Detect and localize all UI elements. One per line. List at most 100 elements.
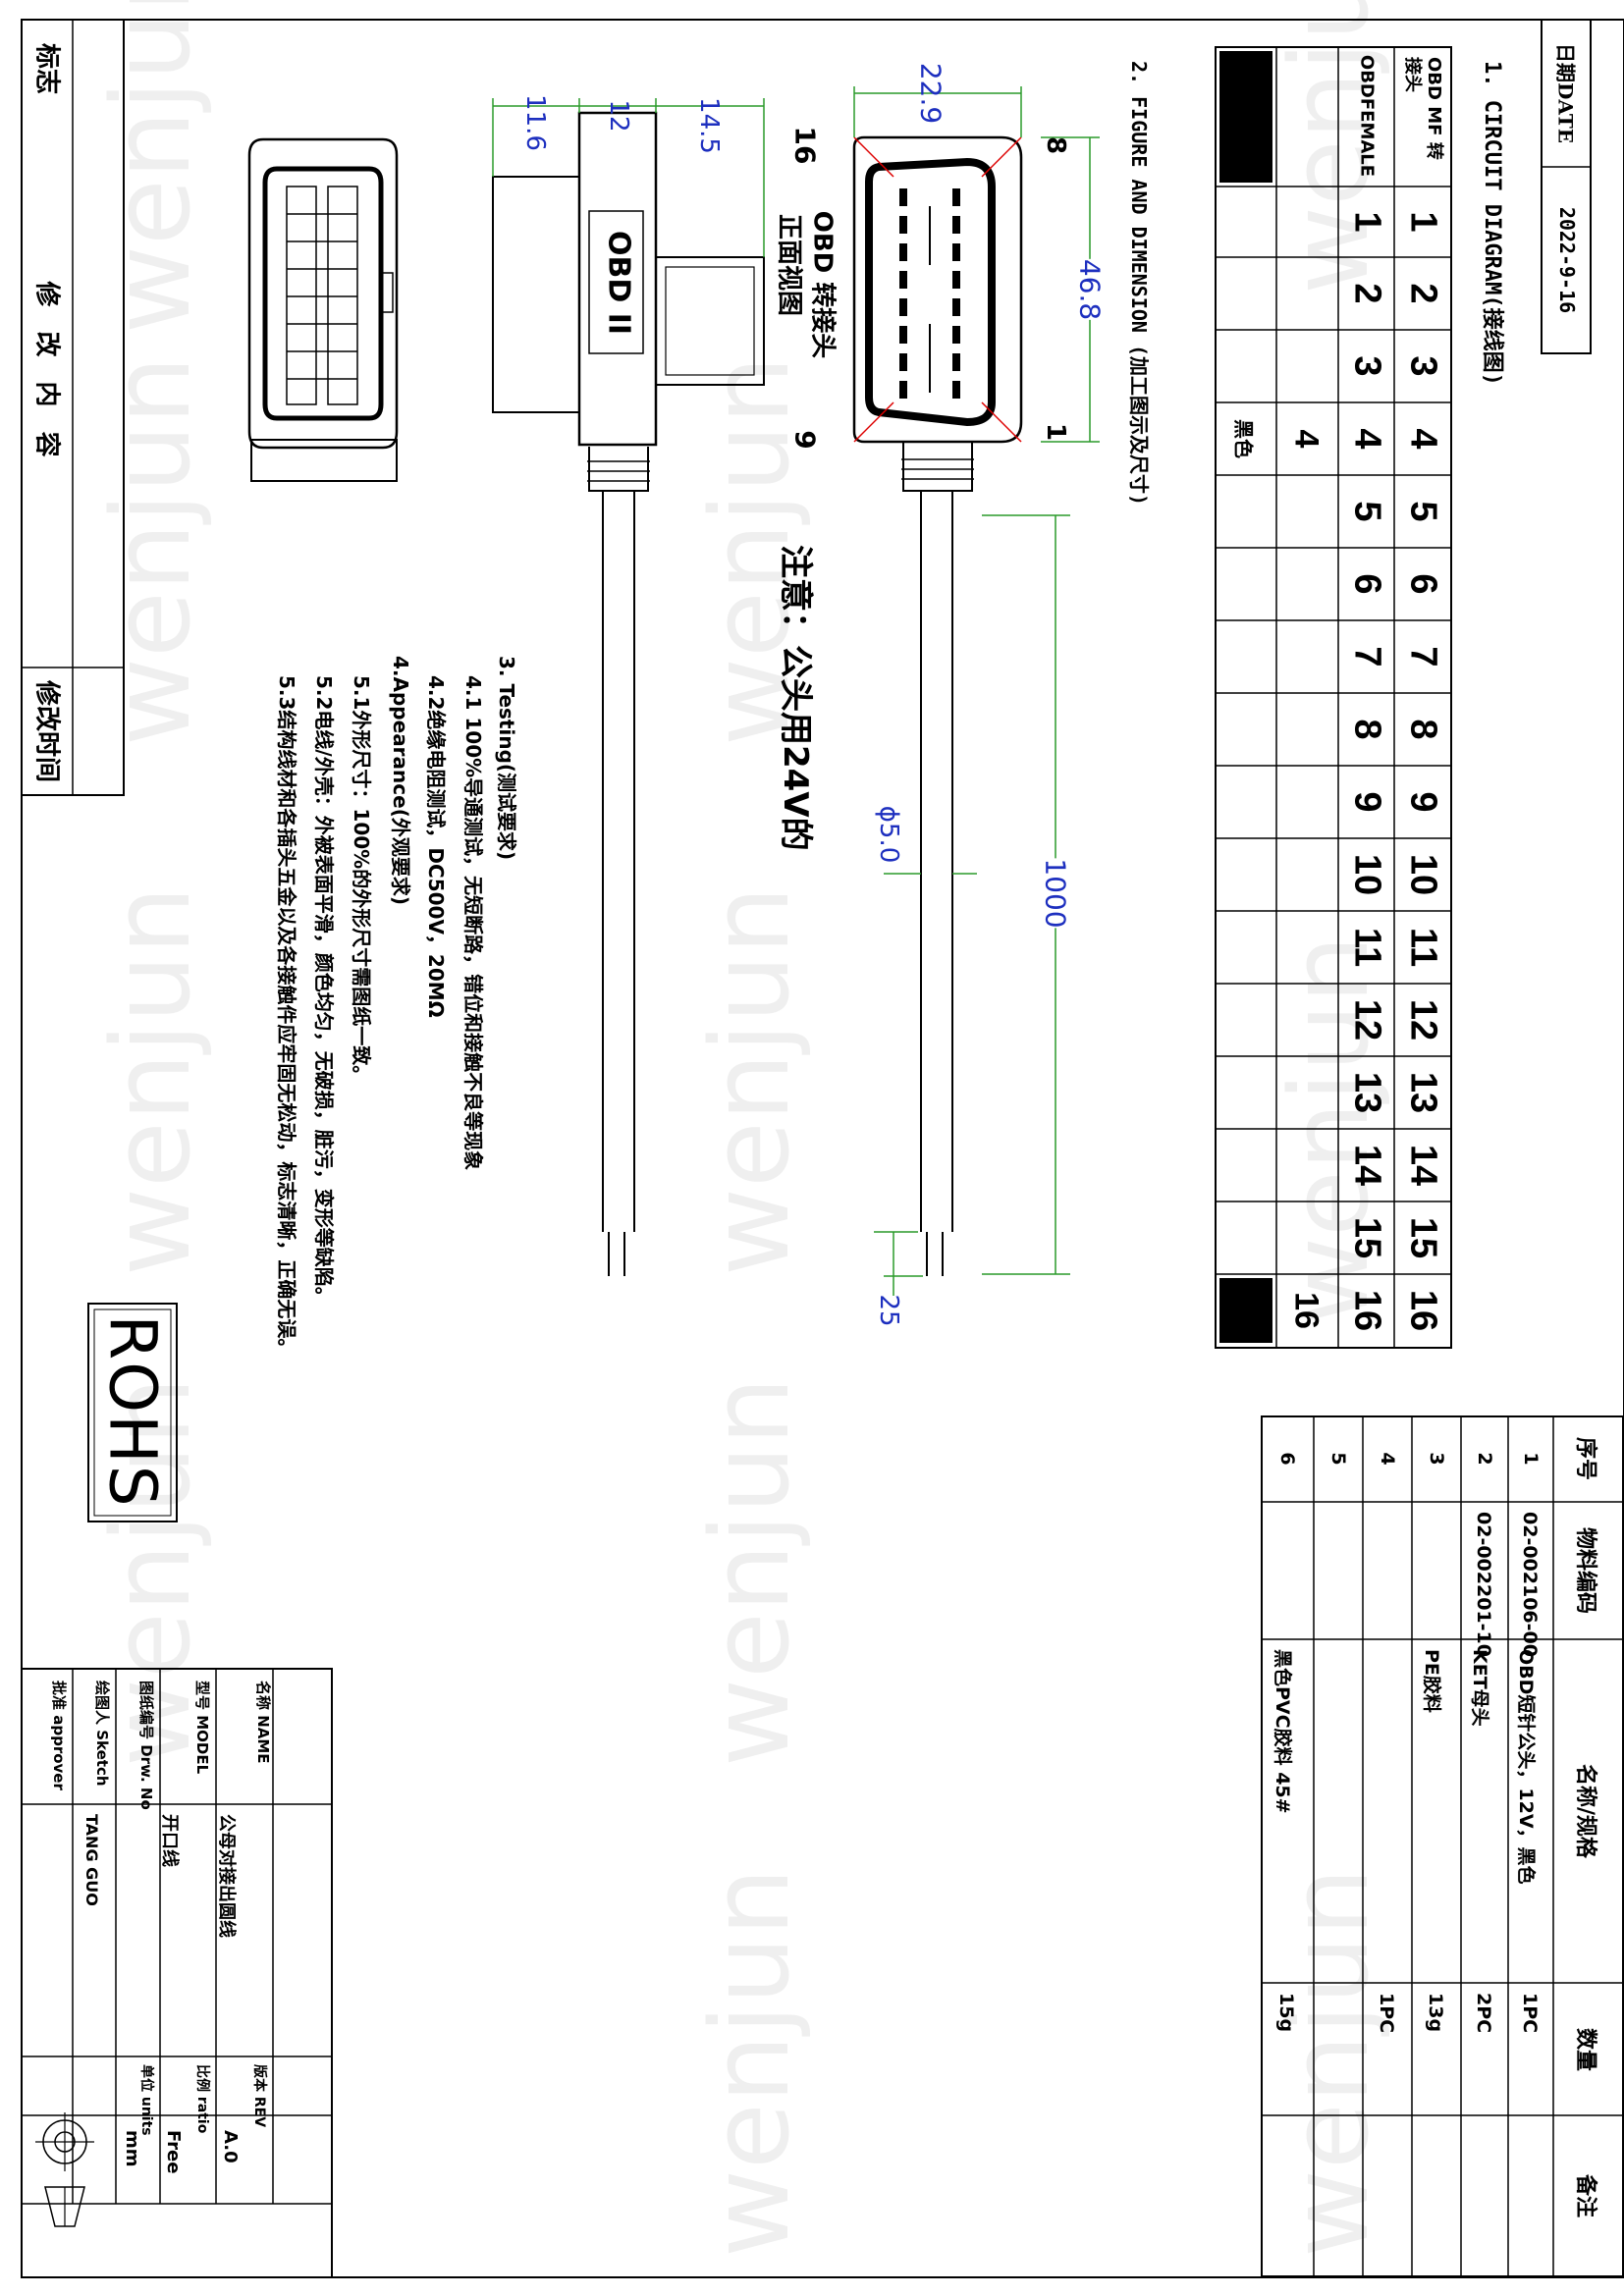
bom-header-code: 物料编码	[1573, 1526, 1597, 1615]
male-pin-cell: 6	[1402, 573, 1444, 595]
wire-pin-16: 16	[1287, 1292, 1326, 1329]
tb-sketch-value: TANG GUO	[82, 1814, 101, 1906]
tb-model-label: 型号 MODEL	[193, 1681, 211, 1775]
female-pin-cell: 13	[1346, 1071, 1388, 1114]
bom-cell: 6	[1276, 1452, 1298, 1466]
obd-ii-label: OBD II	[601, 230, 636, 336]
male-pin-cell: 11	[1402, 927, 1444, 968]
female-pin-cell: 14	[1346, 1144, 1388, 1187]
bom-cell: 5	[1327, 1452, 1349, 1466]
figure-title: 2. FIGURE AND DIMENSION (加工图示及尺寸)	[1127, 61, 1151, 507]
female-pin-cell: 1	[1346, 211, 1388, 233]
dim-side-2: 12	[604, 99, 633, 133]
tb-sketch-label: 绘图人 Sketch	[93, 1681, 111, 1787]
female-pin-cell: 5	[1346, 501, 1388, 522]
date-label: 日期DATE	[1553, 43, 1578, 143]
testing-item-1: 4.1 100%导通测试，无短断路，错位和接触不良等现象	[461, 675, 485, 1171]
testing-title: 3. Testing(测试要求)	[495, 656, 518, 861]
bom-header-remark: 备注	[1573, 2173, 1597, 2218]
voltage-note: 注意：公头用24V的	[776, 545, 815, 851]
bom-cell: PE胶料	[1421, 1649, 1442, 1713]
female-pin-cell: 6	[1346, 573, 1388, 595]
bom-cell: 02-002201-10	[1473, 1512, 1494, 1657]
appearance-item-3: 5.3结构线材和各插头五金以及各接触件应牢固无松动，标志清晰，正确无误。	[275, 675, 298, 1359]
pin-label-9: 9	[788, 430, 822, 450]
male-pin-cell: 13	[1402, 1071, 1444, 1114]
bom-cell: 15g	[1275, 1993, 1297, 2033]
female-pin-cell: 7	[1346, 646, 1388, 667]
bom-cell: 黑色PVC胶料 45#	[1272, 1649, 1293, 1814]
tb-rev-value: A.0	[220, 2130, 241, 2163]
bom-cell: KET母头	[1469, 1649, 1490, 1727]
male-pin-cell: 9	[1402, 791, 1444, 813]
dim-side-1: 11.6	[520, 94, 550, 151]
row-label-female: OBDFEMALE	[1356, 54, 1378, 178]
revision-mark: 标志	[31, 42, 62, 95]
tb-units-value: mm	[122, 2130, 142, 2167]
male-pin-cell: 4	[1402, 428, 1444, 450]
tb-ratio-label: 比例 ratio	[194, 2064, 210, 2134]
view-caption-1: OBD 转接头	[807, 210, 838, 359]
tb-ratio-value: Free	[163, 2130, 184, 2174]
dim-strip: 25	[874, 1294, 903, 1327]
dim-width: 22.9	[914, 62, 947, 125]
tb-model-value: 开口线	[159, 1814, 180, 1867]
bom-cell: 2PC	[1473, 1993, 1494, 2034]
bom-cell: 13g	[1425, 1993, 1446, 2033]
row-label-male: OBD MF 转接头	[1402, 57, 1444, 160]
dim-side-3: 14.5	[694, 97, 724, 154]
female-pin-cell: 9	[1346, 791, 1388, 813]
dim-cable-length: 1000	[1039, 858, 1072, 929]
male-pin-cell: 12	[1402, 998, 1444, 1041]
dim-cable-diameter: ϕ5.0	[874, 805, 903, 864]
female-pin-cell: 11	[1346, 927, 1388, 968]
male-pin-cell: 8	[1402, 719, 1444, 740]
female-pin-cell: 2	[1346, 283, 1388, 304]
female-pin-cell: 15	[1346, 1216, 1388, 1259]
color-note: 黑色	[1231, 419, 1256, 458]
bom-cell: 3	[1426, 1452, 1447, 1466]
male-pin-cell: 5	[1402, 501, 1444, 522]
male-pin-cell: 10	[1402, 853, 1444, 896]
appearance-item-1: 5.1外形尺寸：100%的外形尺寸需图纸一致。	[350, 675, 373, 1086]
male-pin-cell: 14	[1402, 1144, 1444, 1187]
female-pin-cell: 4	[1346, 428, 1388, 450]
testing-item-2: 4.2绝缘电阻测试，DC500V，20MΩ	[424, 675, 448, 1018]
bom-header-no: 序号	[1573, 1436, 1597, 1481]
bom-header-qty: 数量	[1573, 2027, 1597, 2072]
pin-label-16: 16	[788, 126, 822, 165]
male-pin-cell: 16	[1402, 1289, 1444, 1332]
bom-cell: 1PC	[1519, 1993, 1541, 2034]
wire-pin-4: 4	[1287, 429, 1326, 449]
female-pin-cell: 10	[1346, 853, 1388, 896]
date-value: 2022-9-16	[1555, 206, 1579, 314]
bom-cell: 1	[1520, 1452, 1542, 1466]
tb-rev-label: 版本 REV	[251, 2064, 267, 2128]
bom-cell: 1PC	[1376, 1993, 1397, 2034]
pin-label-1: 1	[1041, 422, 1070, 442]
female-pin-cell: 16	[1346, 1289, 1388, 1332]
bom-header-name: 名称/规格	[1573, 1763, 1597, 1859]
revision-content: 修 改 内 容	[31, 281, 62, 465]
female-pin-cell: 12	[1346, 998, 1388, 1041]
appearance-item-2: 5.2电线/外壳：外被表面平滑，颜色均匀，无破损，脏污，变形等缺陷。	[312, 675, 336, 1307]
male-pin-cell: 1	[1402, 211, 1444, 233]
tb-name-label: 名称 NAME	[254, 1681, 272, 1764]
bom-cell: 02-002106-00	[1519, 1512, 1541, 1657]
tb-name-value: 公母对接出圆线	[216, 1814, 237, 1938]
pin-label-8: 8	[1041, 135, 1070, 155]
bom-cell: 4	[1377, 1452, 1398, 1466]
bom-cell: OBD短针公头，12V，黑色	[1515, 1649, 1537, 1885]
tb-units-label: 单位 units	[138, 2064, 154, 2136]
male-pin-cell: 2	[1402, 283, 1444, 304]
tb-approver-label: 批准 approver	[50, 1681, 68, 1790]
male-pin-cell: 7	[1402, 646, 1444, 667]
revision-time: 修改时间	[31, 679, 62, 783]
view-caption-2: 正面视图	[774, 213, 804, 317]
rohs-mark: ROHS	[94, 1314, 171, 1509]
male-pin-cell: 3	[1402, 355, 1444, 377]
female-pin-cell: 3	[1346, 355, 1388, 377]
tb-drw-label: 图纸编号 Drw. No	[137, 1681, 155, 1810]
dim-height: 46.8	[1073, 258, 1107, 321]
